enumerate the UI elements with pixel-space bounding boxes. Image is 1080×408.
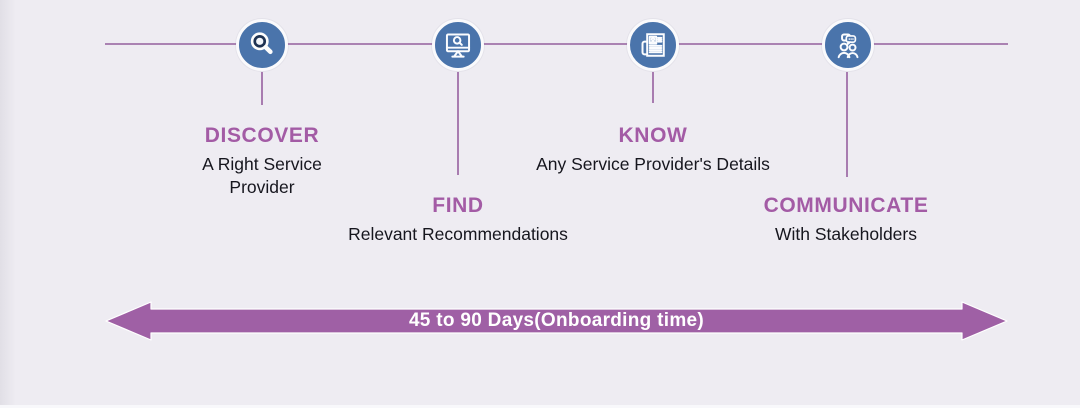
step-find: FIND Relevant Recommendations: [303, 194, 613, 246]
connector-line-know: [652, 72, 654, 103]
step-discover-title: DISCOVER: [204, 124, 320, 147]
left-edge-shade: [0, 0, 16, 408]
timeline-node-communicate: [822, 19, 874, 71]
step-know-subtitle: Any Service Provider's Details: [536, 154, 770, 174]
timeline-node-know: [627, 19, 679, 71]
connector-line-communicate: [846, 72, 848, 177]
step-discover: DISCOVER A Right Service Provider: [167, 124, 357, 199]
connector-line-find: [457, 72, 459, 175]
resume-document-icon: [636, 28, 670, 62]
timeline-node-discover: [236, 19, 288, 71]
step-discover-subtitle: A Right Service Provider: [202, 154, 322, 197]
timeline-horizontal-line: [105, 43, 1008, 45]
people-chat-icon: [831, 28, 865, 62]
bottom-edge-strip: [0, 405, 1080, 408]
step-communicate-subtitle: With Stakeholders: [774, 224, 917, 244]
step-communicate-title: COMMUNICATE: [763, 194, 929, 217]
monitor-search-icon: [441, 28, 475, 62]
timeline-node-find: [432, 19, 484, 71]
step-know: KNOW Any Service Provider's Details: [488, 124, 818, 176]
connector-line-discover: [261, 72, 263, 105]
step-communicate: COMMUNICATE With Stakeholders: [711, 194, 981, 246]
onboarding-time-banner: 45 to 90 Days(Onboarding time): [103, 300, 1010, 342]
onboarding-time-label: 45 to 90 Days(Onboarding time): [408, 309, 705, 331]
step-find-title: FIND: [432, 194, 484, 217]
step-know-title: KNOW: [618, 124, 688, 147]
step-find-subtitle: Relevant Recommendations: [348, 224, 568, 244]
search-icon: [245, 28, 279, 62]
double-arrow-shape: [105, 301, 1008, 341]
